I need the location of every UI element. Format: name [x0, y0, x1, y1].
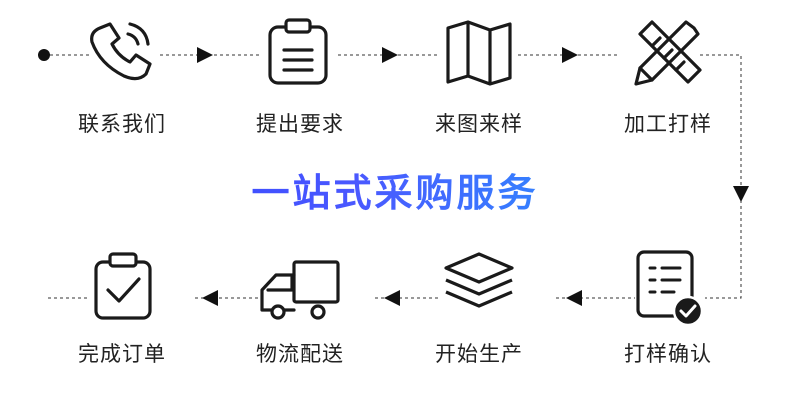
clipboard-icon: [268, 18, 328, 85]
arrow-left-1: [566, 290, 582, 306]
step-label-order-complete: 完成订单: [78, 342, 166, 366]
clipboard-check-icon: [94, 252, 152, 320]
arrowheads: [197, 47, 749, 306]
pencil-ruler-icon: [634, 20, 702, 86]
arrow-left-2: [384, 290, 400, 306]
step-label-logistics: 物流配送: [256, 342, 344, 366]
phone-icon: [90, 22, 152, 81]
step-label-submit-requirements: 提出要求: [256, 112, 344, 136]
step-label-start-production: 开始生产: [435, 342, 523, 366]
arrow-right-3: [562, 47, 578, 63]
start-dot: [38, 49, 50, 61]
arrow-right-1: [197, 47, 213, 63]
document-check-icon: [636, 250, 704, 327]
banner-title: 一站式采购服务: [195, 162, 595, 217]
arrow-left-3: [202, 290, 218, 306]
arrow-right-2: [382, 47, 398, 63]
step-label-contact-us: 联系我们: [78, 112, 166, 136]
step-label-sample-confirm: 打样确认: [624, 342, 712, 366]
truck-icon: [260, 260, 340, 320]
step-label-processing-sampling: 加工打样: [624, 112, 712, 136]
step-label-drawings-samples: 来图来样: [435, 112, 523, 136]
layers-icon: [444, 252, 514, 308]
arrow-down: [733, 186, 749, 202]
map-icon: [446, 20, 512, 86]
